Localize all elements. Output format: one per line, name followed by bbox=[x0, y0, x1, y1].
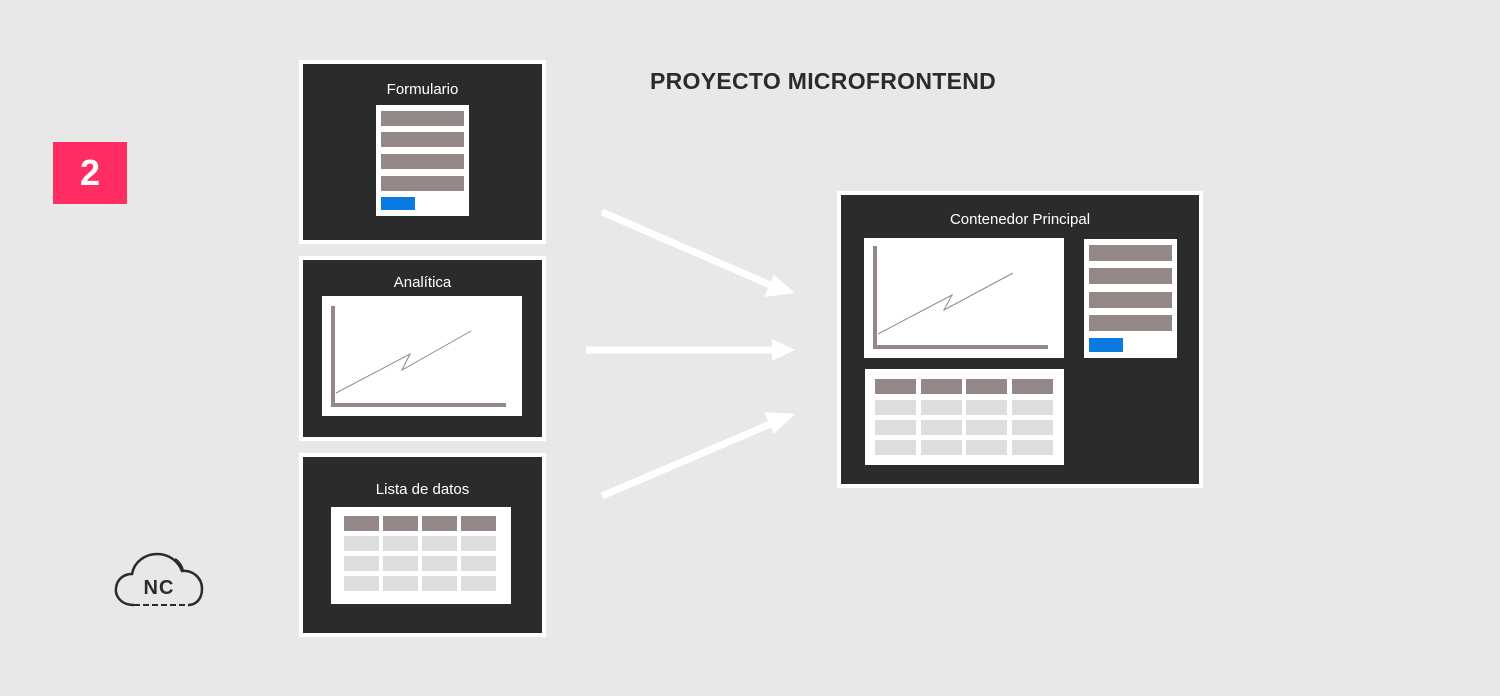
form-mockup bbox=[376, 105, 469, 216]
arrow-middle bbox=[586, 339, 795, 361]
table-cell bbox=[1012, 440, 1053, 455]
table-cell bbox=[875, 440, 916, 455]
arrow-top bbox=[600, 208, 795, 297]
main-container-panel: Contenedor Principal bbox=[841, 195, 1199, 484]
form-field-bar bbox=[1089, 245, 1172, 261]
line-chart-icon bbox=[873, 246, 1048, 349]
table-cell bbox=[1012, 420, 1053, 435]
nc-logo: NC bbox=[112, 548, 206, 612]
form-field-bar bbox=[1089, 268, 1172, 284]
form-submit-button bbox=[381, 197, 415, 210]
line-chart-icon bbox=[331, 306, 506, 407]
table-header-cell bbox=[422, 516, 457, 531]
datalist-panel: Lista de datos bbox=[303, 457, 542, 633]
table-header-cell bbox=[461, 516, 496, 531]
table-cell bbox=[875, 420, 916, 435]
table-cell bbox=[461, 576, 496, 591]
form-field-bar bbox=[1089, 315, 1172, 331]
cloud-icon bbox=[114, 552, 204, 607]
analytics-panel-title: Analítica bbox=[393, 274, 452, 291]
table-cell bbox=[383, 556, 418, 571]
arrow-bottom bbox=[600, 412, 795, 500]
table-cell bbox=[383, 576, 418, 591]
form-field-bar bbox=[381, 111, 464, 126]
table-header-cell bbox=[1012, 379, 1053, 394]
step-badge: 2 bbox=[53, 142, 127, 204]
table-cell bbox=[875, 400, 916, 415]
table-cell bbox=[966, 440, 1007, 455]
table-header-cell bbox=[344, 516, 379, 531]
datalist-panel-title: Lista de datos bbox=[375, 481, 470, 498]
table-header-cell bbox=[383, 516, 418, 531]
form-panel: Formulario bbox=[303, 64, 542, 240]
form-panel-title: Formulario bbox=[386, 81, 459, 98]
table-cell bbox=[921, 420, 962, 435]
form-field-bar bbox=[381, 176, 464, 191]
table-header-cell bbox=[875, 379, 916, 394]
main-panel-title: Contenedor Principal bbox=[949, 211, 1091, 228]
nc-logo-text: NC bbox=[143, 577, 175, 599]
table-header-cell bbox=[966, 379, 1007, 394]
table-cell bbox=[422, 536, 457, 551]
table-cell bbox=[921, 440, 962, 455]
main-form-mockup bbox=[1084, 239, 1177, 358]
table-cell bbox=[966, 400, 1007, 415]
table-cell bbox=[344, 536, 379, 551]
table-header-cell bbox=[921, 379, 962, 394]
table-cell bbox=[383, 536, 418, 551]
main-table-mockup bbox=[865, 369, 1064, 465]
form-field-bar bbox=[381, 132, 464, 147]
table-cell bbox=[921, 400, 962, 415]
table-cell bbox=[1012, 400, 1053, 415]
analytics-panel: Analítica bbox=[303, 260, 542, 437]
form-field-bar bbox=[1089, 292, 1172, 308]
diagram-title: PROYECTO MICROFRONTEND bbox=[650, 68, 997, 94]
table-cell bbox=[344, 576, 379, 591]
table-cell bbox=[422, 556, 457, 571]
chart-mockup bbox=[322, 296, 522, 416]
table-cell bbox=[344, 556, 379, 571]
table-mockup bbox=[331, 507, 511, 604]
table-cell bbox=[461, 556, 496, 571]
table-cell bbox=[966, 420, 1007, 435]
form-submit-button bbox=[1089, 338, 1123, 352]
form-field-bar bbox=[381, 154, 464, 169]
table-cell bbox=[461, 536, 496, 551]
table-cell bbox=[422, 576, 457, 591]
main-chart-mockup bbox=[864, 238, 1064, 358]
